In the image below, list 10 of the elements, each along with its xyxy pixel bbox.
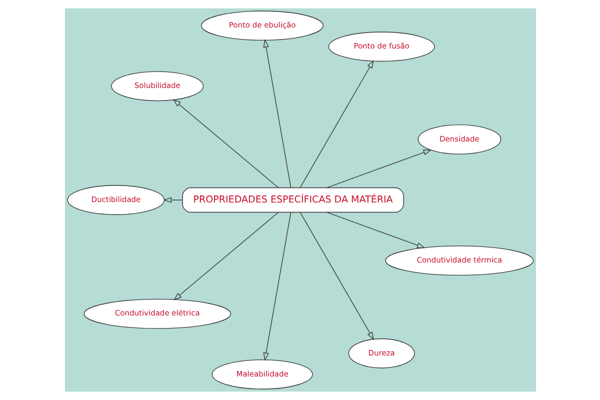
arrow bbox=[162, 197, 182, 203]
arrow bbox=[172, 212, 278, 300]
arrow bbox=[262, 39, 291, 188]
node-box: PROPRIEDADES ESPECÍFICAS DA MATÉRIA bbox=[182, 187, 404, 213]
arrow bbox=[299, 212, 374, 340]
arrow bbox=[326, 150, 432, 188]
arrow bbox=[262, 212, 291, 361]
arrow bbox=[326, 212, 425, 248]
arrow bbox=[172, 99, 278, 188]
arrow bbox=[299, 60, 374, 188]
